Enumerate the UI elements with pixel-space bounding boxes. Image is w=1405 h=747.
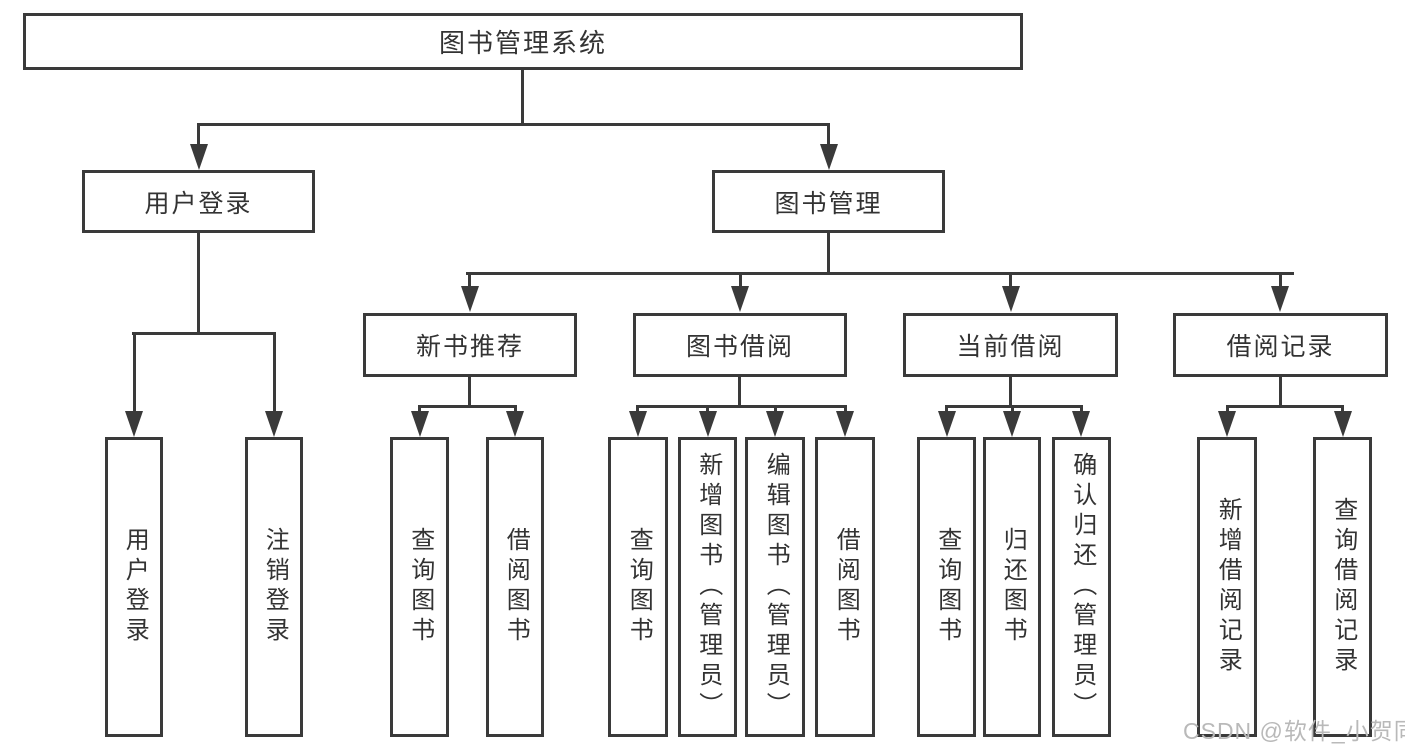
csdn-watermark: CSDN @软件_小贺同学 <box>1183 718 1405 744</box>
arrowhead-down <box>506 411 524 437</box>
connector-line <box>1009 272 1012 288</box>
leaf-label: 借阅图书 <box>832 527 860 647</box>
node-label: 图书管理系统 <box>438 28 607 58</box>
leaf-label: 查询图书 <box>933 527 961 647</box>
leaf-label: 查询借阅记录 <box>1329 497 1357 677</box>
node-book-management: 图书管理 <box>712 170 945 233</box>
connector-line <box>418 405 517 408</box>
connector-line <box>774 405 777 414</box>
connector-line <box>636 405 639 414</box>
leaf-query-books-recommend: 查询图书 <box>390 437 449 737</box>
connector-line <box>197 123 200 148</box>
node-library-management-system: 图书管理系统 <box>23 13 1023 70</box>
leaf-label: 注销登录 <box>261 527 289 647</box>
node-label: 当前借阅 <box>956 333 1065 361</box>
node-current-borrowing: 当前借阅 <box>903 313 1118 377</box>
leaf-label: 确认归还（管理员） <box>1068 452 1096 722</box>
arrowhead-down <box>190 144 208 170</box>
connector-line <box>945 405 1083 408</box>
arrowhead-down <box>1003 411 1021 437</box>
connector-line <box>468 375 471 408</box>
node-label: 图书管理 <box>774 189 883 218</box>
leaf-query-books-current: 查询图书 <box>917 437 976 737</box>
arrowhead-down <box>1334 411 1352 437</box>
connector-line <box>466 272 1294 275</box>
connector-line <box>706 405 709 414</box>
node-new-book-recommend: 新书推荐 <box>363 313 577 377</box>
arrowhead-down <box>1072 411 1090 437</box>
connector-line <box>468 272 471 288</box>
leaf-label: 编辑图书（管理员） <box>762 452 790 722</box>
connector-line <box>1011 405 1014 414</box>
arrowhead-down <box>411 411 429 437</box>
leaf-label: 查询图书 <box>625 527 653 647</box>
connector-line <box>418 405 421 414</box>
leaf-borrow-books-recommend: 借阅图书 <box>486 437 544 737</box>
arrowhead-down <box>766 411 784 437</box>
leaf-label: 归还图书 <box>999 527 1027 647</box>
leaf-user-login: 用户登录 <box>105 437 163 737</box>
connector-line <box>738 375 741 408</box>
node-label: 图书借阅 <box>685 333 794 361</box>
leaf-label: 新增图书（管理员） <box>694 452 722 722</box>
leaf-borrow-books: 借阅图书 <box>815 437 875 737</box>
connector-line <box>1226 405 1229 414</box>
connector-line <box>273 332 276 413</box>
arrowhead-down <box>820 144 838 170</box>
arrowhead-down <box>1218 411 1236 437</box>
connector-line <box>1341 405 1344 414</box>
leaf-add-borrow-record: 新增借阅记录 <box>1197 437 1257 737</box>
connector-line <box>197 123 830 126</box>
leaf-return-books: 归还图书 <box>983 437 1041 737</box>
connector-line <box>844 405 847 414</box>
connector-line <box>197 231 200 335</box>
node-user-login: 用户登录 <box>82 170 315 233</box>
leaf-query-borrow-record: 查询借阅记录 <box>1313 437 1372 737</box>
connector-line <box>1226 405 1344 408</box>
arrowhead-down <box>461 286 479 312</box>
arrowhead-down <box>731 286 749 312</box>
leaf-edit-books-admin: 编辑图书（管理员） <box>745 437 805 737</box>
leaf-query-books-borrowing: 查询图书 <box>608 437 668 737</box>
node-book-borrowing: 图书借阅 <box>633 313 847 377</box>
arrowhead-down <box>1002 286 1020 312</box>
connector-line <box>1279 375 1282 408</box>
node-label: 新书推荐 <box>415 333 524 361</box>
leaf-label: 借阅图书 <box>502 527 530 647</box>
node-label: 借阅记录 <box>1226 333 1335 361</box>
connector-line <box>1009 375 1012 408</box>
node-borrowing-records: 借阅记录 <box>1173 313 1388 377</box>
arrowhead-down <box>125 411 143 437</box>
arrowhead-down <box>938 411 956 437</box>
connector-line <box>739 272 742 288</box>
connector-line <box>1080 405 1083 414</box>
connector-line <box>514 405 517 414</box>
arrowhead-down <box>699 411 717 437</box>
connector-line <box>133 332 136 413</box>
arrowhead-down <box>629 411 647 437</box>
leaf-label: 查询图书 <box>406 527 434 647</box>
connector-line <box>521 68 524 126</box>
connector-line <box>132 332 276 335</box>
leaf-logout: 注销登录 <box>245 437 303 737</box>
connector-line <box>827 123 830 148</box>
node-label: 用户登录 <box>144 189 253 218</box>
arrowhead-down <box>265 411 283 437</box>
leaf-confirm-return-admin: 确认归还（管理员） <box>1052 437 1111 737</box>
leaf-add-books-admin: 新增图书（管理员） <box>678 437 737 737</box>
leaf-label: 新增借阅记录 <box>1214 497 1242 677</box>
connector-line <box>1279 272 1282 288</box>
leaf-label: 用户登录 <box>121 527 149 647</box>
connector-line <box>945 405 948 414</box>
connector-line <box>827 231 830 275</box>
arrowhead-down <box>836 411 854 437</box>
arrowhead-down <box>1271 286 1289 312</box>
connector-line <box>636 405 847 408</box>
